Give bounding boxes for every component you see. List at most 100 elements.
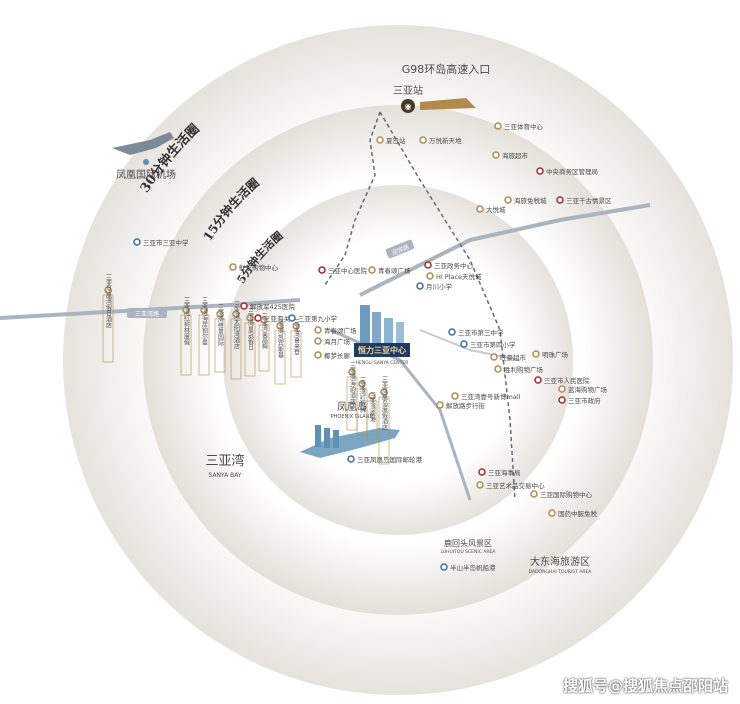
poi-marker-icon	[426, 272, 434, 280]
poi-marker-icon	[314, 326, 322, 334]
hotel-label: 三亚湾红树林度假	[183, 297, 190, 346]
hotel-label: 三亚湾红树林	[359, 377, 366, 414]
poi-marker-icon	[451, 392, 459, 400]
poi-item: 旺豪超市	[490, 353, 527, 362]
poi-marker-icon	[532, 350, 540, 358]
hotel-item: 三亚凤凰岛度假酒店	[378, 376, 390, 465]
island-label-en: PHOENIX ISLAND	[331, 414, 374, 420]
poi-item: 三亚国际购物中心	[530, 490, 593, 499]
poi-label: 青春颂广场	[324, 326, 357, 335]
poi-label: 椰梦长廊	[324, 351, 351, 360]
poi-label: 三亚湾壹号新博mall	[461, 392, 521, 401]
poi-label: 中央商务区管理局	[546, 167, 598, 176]
poi-item: 解放军425医院	[240, 302, 295, 311]
hotel-item: 三亚湾凯宾斯基	[274, 316, 286, 385]
bay-label-en: SANYA BAY	[208, 472, 241, 479]
poi-item: 三亚湾壹号新博mall	[451, 392, 521, 401]
poi-marker-icon	[318, 266, 326, 274]
poi-label: 海旅免税城	[514, 196, 547, 205]
poi-item: 大悦城	[476, 205, 506, 214]
poi-marker-icon	[229, 263, 237, 271]
road-tag-yingbin	[385, 239, 415, 259]
hotel-label: 三亚湾凯宾斯基	[277, 316, 284, 358]
hotel-marker-icon	[260, 316, 268, 324]
hotel-label-box	[102, 294, 114, 363]
train-icon	[420, 98, 476, 110]
poi-label: 三亚体育中心	[504, 122, 544, 131]
highway-label: G98环岛高速入口	[402, 62, 491, 76]
poi-marker-icon	[419, 136, 427, 144]
poi-label: Hi Place天悦城	[436, 272, 482, 281]
hotel-marker-icon	[232, 310, 240, 318]
road-tag-sanyawan-text: 三亚湾路	[135, 310, 159, 318]
poi-label: 青春颂广场	[378, 266, 411, 275]
poi-label: 三亚艺术品交易中心	[486, 481, 545, 490]
hotel-label: 三亚湾海居铂尔曼	[201, 297, 208, 345]
poi-item: 三亚第九小学	[288, 314, 338, 323]
hotel-label: 三亚湾海韵酒店	[349, 362, 356, 405]
poi-marker-icon	[534, 376, 542, 384]
poi-marker-icon	[448, 328, 456, 336]
hotel-layer: 三亚凤凰湾假日酒店三亚湾红树林度假三亚湾海居铂尔曼三亚湾维景国际三亚湾太阳湾酒店…	[102, 274, 390, 465]
poi-marker-icon	[347, 455, 355, 463]
hotel-item: 三亚湾皇冠假日	[244, 308, 256, 377]
poi-label: 三亚市第四小学	[470, 340, 516, 349]
poi-item: 三亚海关	[254, 314, 291, 323]
poi-item: 解放路步行街	[436, 401, 486, 410]
poi-marker-icon	[558, 385, 566, 393]
station-label: 三亚站	[393, 84, 423, 97]
hotel-label: 三亚湾鹿港	[369, 392, 376, 423]
hotel-label-box	[230, 318, 242, 380]
poi-label: 海旅超市	[502, 151, 529, 160]
poi-item: 三亚市第三中学	[448, 328, 504, 337]
poi-item: 海月广场	[314, 337, 351, 346]
poi-marker-icon	[314, 337, 322, 345]
poi-item: 海旅超市	[492, 151, 529, 160]
hotel-marker-icon	[104, 286, 112, 294]
poi-item: 椰梦长廊	[314, 351, 351, 360]
airplane-icon	[112, 132, 174, 155]
svg-text:◉: ◉	[405, 102, 412, 111]
poi-label: 明珠广场	[542, 350, 569, 359]
hotel-item: 三亚湾红树林度假	[180, 297, 192, 376]
poi-item: 三亚中心医院	[318, 266, 368, 275]
hotel-item: 三亚凤凰湾假日酒店	[102, 274, 114, 363]
poi-item: 三亚政务中心	[424, 261, 474, 270]
poi-item: 明珠广场	[532, 350, 569, 359]
hotel-marker-icon	[200, 306, 208, 314]
poi-marker-icon	[490, 353, 498, 361]
poi-marker-icon	[460, 340, 468, 348]
hotel-label: 三亚湾美高梅	[261, 313, 268, 350]
poi-item: 胜利购物广场	[494, 365, 544, 374]
poi-label: 三亚凤凰岛国际邮轮港	[357, 455, 423, 464]
poi-label: 半山半岛帆船港	[450, 563, 496, 572]
poi-marker-icon	[558, 396, 566, 404]
poi-item: 三亚市三亚中学	[133, 238, 189, 247]
poi-label: 海月广场	[324, 337, 351, 346]
poi-marker-icon	[476, 481, 484, 489]
poi-marker-icon	[494, 365, 502, 373]
poi-marker-icon	[436, 401, 444, 409]
hotel-marker-icon	[216, 310, 224, 318]
hotel-marker-icon	[348, 368, 356, 376]
poi-label: 夏日站	[386, 136, 406, 145]
poi-label: 三亚中心医院	[328, 266, 368, 275]
poi-label: 三亚第九小学	[298, 314, 338, 323]
poi-label: 万悦新天地	[429, 136, 462, 145]
poi-item: 三亚千古情景区	[556, 196, 612, 205]
airport-label: 凤凰国际机场	[116, 168, 176, 181]
poi-item: 国药中服免税	[548, 509, 598, 518]
hotel-marker-icon	[380, 388, 388, 396]
scenic-luhuitou-label-en: LUHUITOU SCENIC AREA	[441, 549, 497, 555]
hotel-marker-icon	[358, 380, 366, 388]
hotel-label: 三亚凤凰岛度假酒店	[381, 376, 388, 431]
hotel-item: 三亚湾美高梅	[258, 313, 270, 372]
hotel-marker-icon	[292, 322, 300, 330]
hotel-label: 三亚湾喜来登	[293, 319, 300, 355]
poi-item: 鲜芝购物中心	[229, 263, 279, 272]
poi-marker-icon	[314, 351, 322, 359]
poi-label: 鲜芝购物中心	[239, 263, 279, 272]
poi-item: 半山半岛帆船港	[440, 563, 496, 572]
poi-item: Hi Place天悦城	[426, 272, 482, 281]
